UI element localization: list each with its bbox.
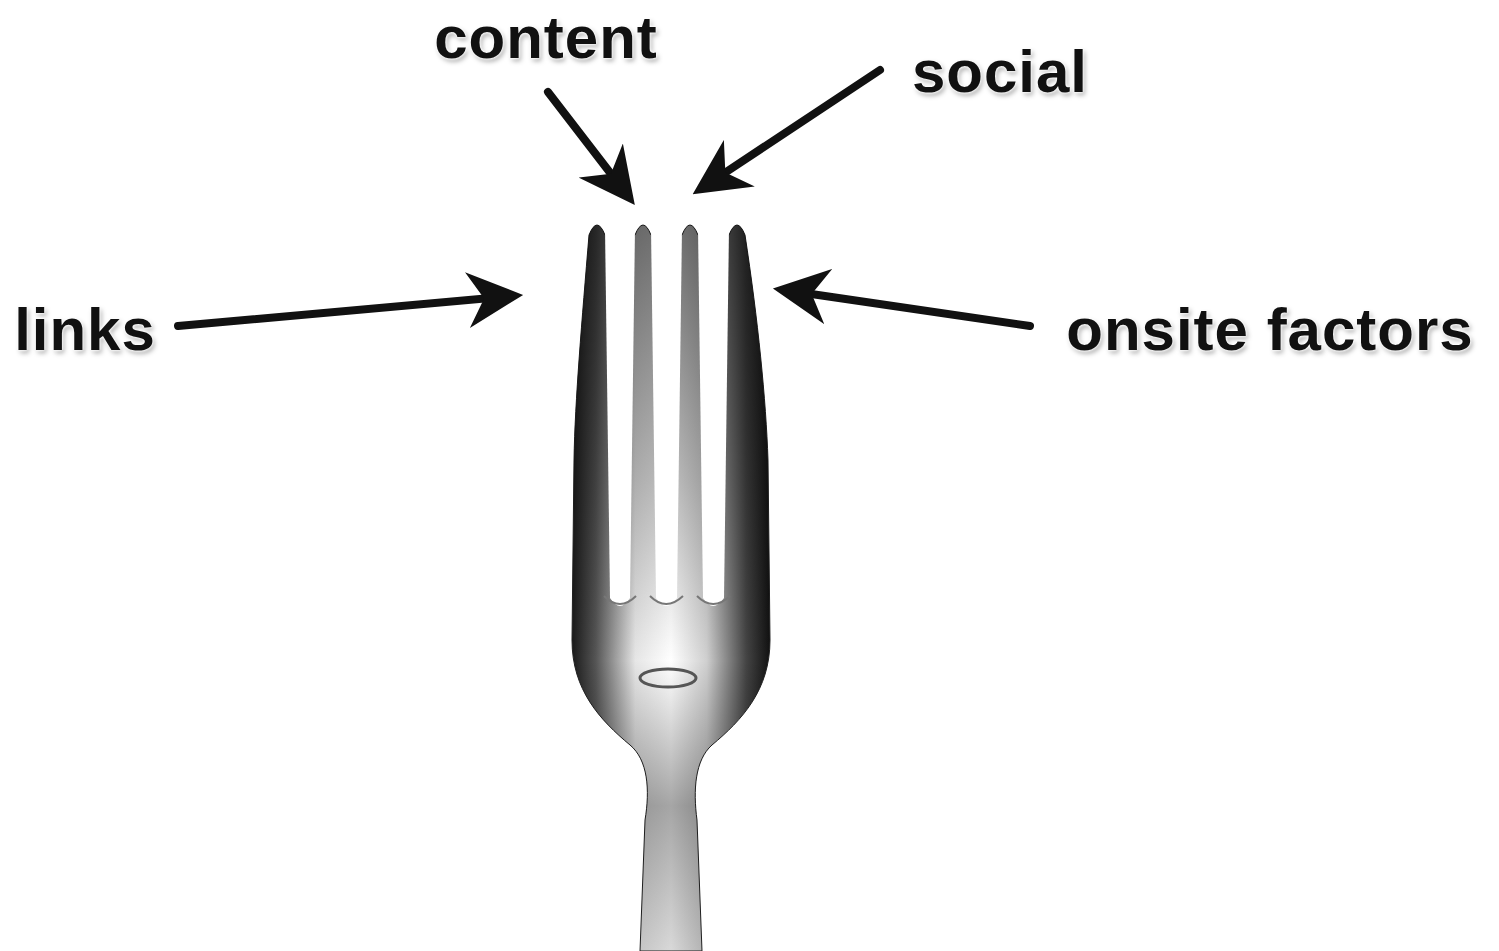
gap-reflection	[650, 596, 683, 604]
callout-label: social	[912, 42, 1088, 102]
leader-arrow	[784, 290, 1030, 326]
gap-reflection	[697, 596, 730, 604]
leader-arrow	[178, 296, 512, 326]
leader-arrow	[702, 70, 880, 188]
tine-gap	[605, 228, 635, 606]
callout-label: onsite factors	[1066, 300, 1473, 360]
callout-label: links	[14, 300, 156, 360]
leader-arrows	[178, 70, 1030, 326]
gap-reflection	[604, 596, 636, 604]
leader-arrow	[548, 92, 628, 196]
tine-gap	[698, 228, 729, 606]
callout-label: content	[434, 8, 658, 68]
fork-shading	[572, 225, 770, 951]
fork-shape	[572, 225, 770, 951]
fork-highlight	[640, 669, 696, 687]
tine-gap	[651, 228, 682, 606]
fork-body	[572, 225, 770, 951]
